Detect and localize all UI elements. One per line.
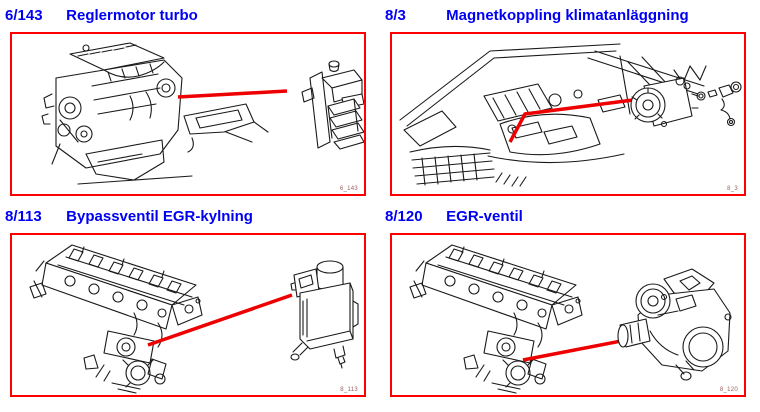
panel-title: 8/113 Bypassventil EGR-kylning — [5, 206, 380, 228]
panel-code: 8/3 — [385, 7, 406, 24]
panel-egr-ventil: 8/120 EGR-ventil — [380, 196, 760, 397]
panel-magnetkoppling: 8/3 Magnetkoppling klimatanläggning — [380, 0, 760, 196]
callout-line — [147, 293, 293, 347]
panel-label: EGR-ventil — [446, 208, 523, 225]
figure-ref: 8_3 — [727, 186, 738, 192]
panel-code: 6/143 — [5, 7, 43, 24]
panel-bypassventil: 8/113 Bypassventil EGR-kylning — [0, 196, 380, 397]
callout-line — [177, 89, 288, 99]
egr-valve-illustration — [617, 268, 732, 381]
panel-reglermotor-turbo: 6/143 Reglermotor turbo — [0, 0, 380, 196]
cylinder-head-illustration — [29, 244, 203, 394]
engine-bay-illustration — [399, 43, 707, 187]
panel-title: 6/143 Reglermotor turbo — [5, 5, 380, 27]
panel-code: 8/113 — [5, 208, 42, 225]
figure-bypassventil — [29, 244, 359, 394]
figure-box: 6_143 — [10, 32, 366, 196]
figure-reglermotor-turbo — [41, 42, 364, 185]
panel-code: 8/120 — [385, 208, 423, 225]
connector-illustration — [696, 81, 742, 127]
figure-box: 8_113 — [10, 233, 366, 397]
figure-ref: 8_113 — [340, 387, 358, 393]
figure-ref: 8_120 — [719, 387, 738, 393]
panel-label: Reglermotor turbo — [66, 7, 198, 24]
panel-title: 8/120 EGR-ventil — [385, 206, 760, 228]
panel-title: 8/3 Magnetkoppling klimatanläggning — [385, 5, 760, 27]
panel-label: Magnetkoppling klimatanläggning — [446, 7, 689, 24]
figure-box: 8_120 — [390, 233, 746, 397]
figure-ref: 6_143 — [339, 186, 358, 192]
ac-compressor-illustration — [630, 76, 699, 128]
turbo-actuator-illustration — [301, 60, 364, 150]
panel-label: Bypassventil EGR-kylning — [66, 208, 253, 225]
figure-magnetkoppling — [399, 43, 742, 187]
figure-box: 8_3 — [390, 32, 746, 196]
bypass-valve-illustration — [290, 260, 359, 369]
figure-egr-ventil — [409, 244, 732, 394]
cylinder-head-illustration — [409, 244, 583, 394]
callout-line — [508, 98, 634, 143]
engine-side-view-illustration — [41, 42, 269, 185]
